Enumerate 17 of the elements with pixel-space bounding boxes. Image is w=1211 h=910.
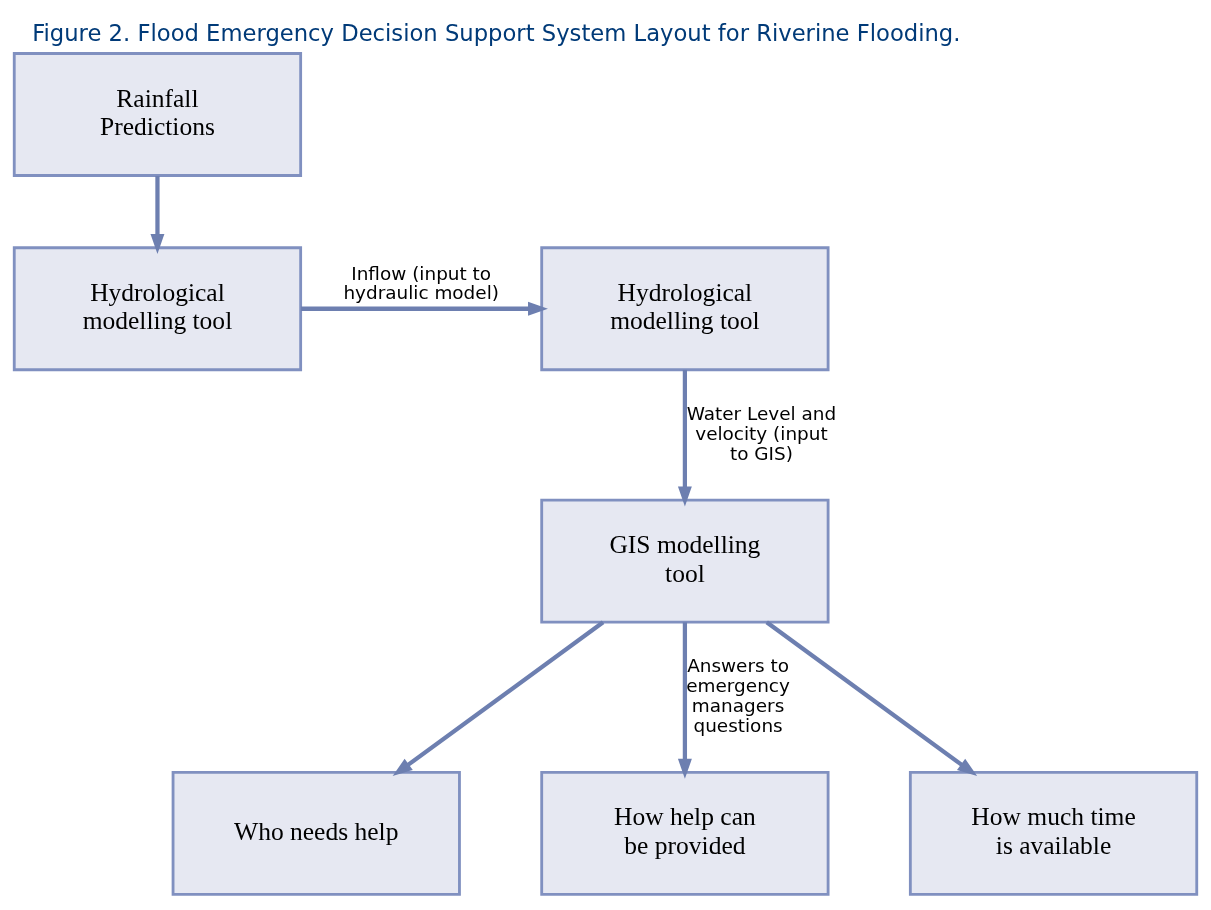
arrow: [677, 369, 692, 506]
diagram-title: Figure 2. Flood Emergency Decision Support System Layout for Riverine Flooding.: [32, 18, 961, 45]
arrow: [677, 621, 692, 779]
node-box: GIS modelling tool: [540, 498, 830, 623]
arrow: [150, 175, 165, 254]
arrow: [765, 620, 978, 776]
node-box: Rainfall Predictions: [12, 51, 303, 177]
edge-label: Water Level and velocity (input to GIS): [686, 402, 837, 464]
node-box: How much time is available: [908, 770, 1199, 896]
arrow: [300, 301, 548, 316]
node-box: Hydrological modelling tool: [12, 245, 303, 371]
edge-label: Answers to emergency managers questions: [686, 654, 790, 736]
arrow: [392, 620, 605, 776]
edge-label: Inflow (input to hydraulic model): [343, 262, 499, 303]
node-box: Hydrological modelling tool: [540, 245, 830, 371]
node-box: Who needs help: [171, 770, 461, 896]
node-box: How help can be provided: [540, 770, 830, 896]
